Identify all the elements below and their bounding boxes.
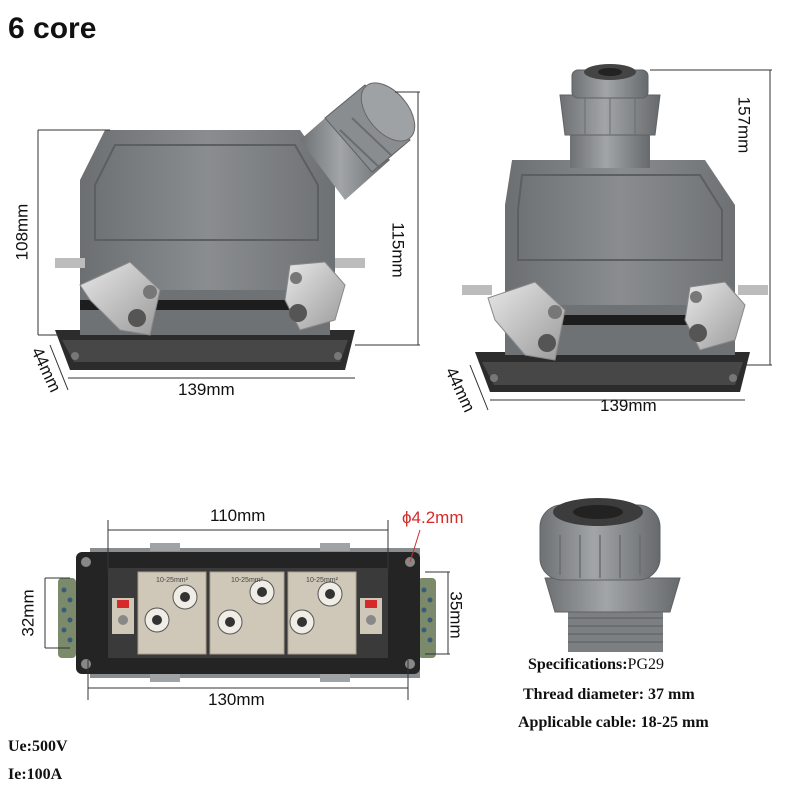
voltage-rating: Ue:500V <box>8 738 68 755</box>
bottom-dimension-lines <box>44 520 450 700</box>
cable-label: Applicable cable: <box>518 714 637 731</box>
right-total-height-label: 157mm <box>734 96 754 154</box>
right-latch-right <box>684 281 768 351</box>
right-hood <box>505 160 735 305</box>
bottom-latch-right <box>418 578 436 658</box>
left-seal <box>80 300 330 310</box>
bottom-left-height-label: 32mm <box>18 589 38 637</box>
right-width-label: 139mm <box>600 396 657 415</box>
right-cable-gland <box>559 64 661 168</box>
left-height-label: 108mm <box>12 203 32 261</box>
mount-hole <box>490 374 498 382</box>
hole-diameter-label: ϕ4.2mm <box>402 508 464 527</box>
bottom-right-height-label: 35mm <box>446 591 466 639</box>
left-dimension-lines <box>37 91 420 391</box>
insert-module-1 <box>137 571 207 655</box>
bottom-housing-view <box>58 543 436 682</box>
cable-value: 18-25 mm <box>640 714 709 731</box>
left-total-height-label: 115mm <box>388 222 408 278</box>
mount-hole <box>81 557 91 567</box>
left-latch-right <box>284 258 365 331</box>
bottom-latch-left <box>58 578 76 658</box>
current-rating: Ie:100A <box>8 766 63 783</box>
spec-line-cable: Applicable cable: 18-25 mm <box>518 714 709 732</box>
insert-module-2 <box>209 571 285 655</box>
right-latch-left <box>462 281 566 361</box>
mount-hole <box>71 352 79 360</box>
spec-value: PG29 <box>627 656 664 673</box>
spec-line-specifications: Specifications:PG29 <box>528 656 664 674</box>
mount-hole <box>334 352 342 360</box>
bottom-outer-width-label: 130mm <box>208 690 265 709</box>
thread-value: 37 mm <box>648 686 695 703</box>
module-label: 10-25mm² <box>231 577 264 584</box>
left-hood <box>80 130 335 290</box>
right-dimension-lines <box>469 69 772 411</box>
mount-hole <box>405 659 415 669</box>
mount-hole <box>729 374 737 382</box>
end-screw-right <box>360 598 382 634</box>
spec-label: Specifications: <box>528 656 628 673</box>
end-screw-left <box>112 598 134 634</box>
bottom-inner-width-label: 110mm <box>210 506 266 525</box>
left-cable-gland <box>300 82 416 200</box>
module-label: 10-25mm² <box>306 577 339 584</box>
left-latch-left <box>55 258 161 336</box>
insert-module-3 <box>287 571 357 655</box>
page-title: 6 core <box>8 12 97 45</box>
thread-label: Thread diameter: <box>523 686 645 703</box>
module-label: 10-25mm² <box>156 577 189 584</box>
spec-line-thread: Thread diameter: 37 mm <box>523 686 695 704</box>
standalone-cable-gland <box>539 498 681 652</box>
left-width-label: 139mm <box>178 380 235 399</box>
left-housing-view <box>55 82 416 370</box>
mount-hole <box>81 659 91 669</box>
right-housing-view <box>462 64 768 392</box>
right-seal <box>505 315 735 325</box>
